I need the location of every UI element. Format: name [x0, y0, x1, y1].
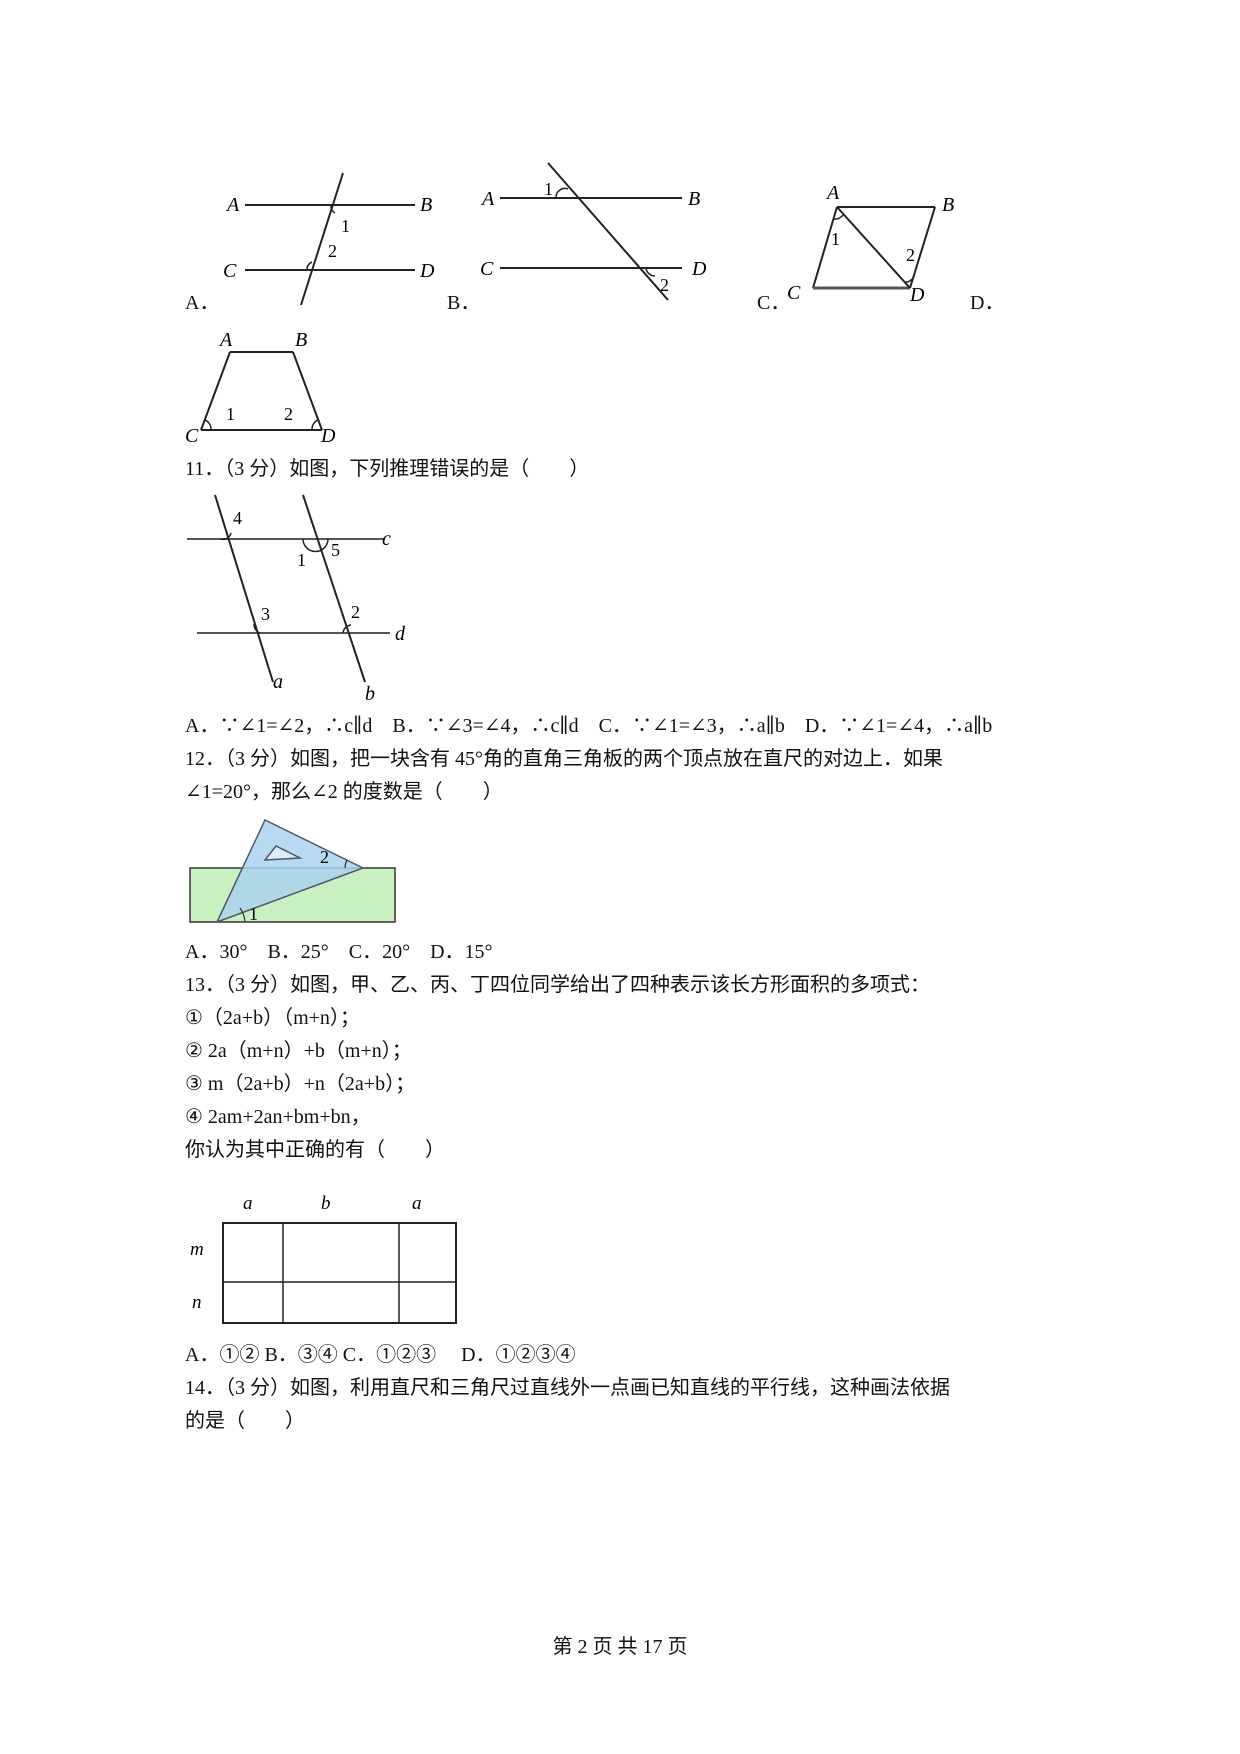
figure-option-d: A B C D 1 2 [185, 329, 336, 447]
option-c-label: C． [757, 292, 791, 314]
left-label-m: m [190, 1239, 204, 1260]
label-a: A [825, 182, 840, 204]
label-d: D [419, 260, 435, 282]
angle-2-label: 2 [284, 404, 293, 424]
angle-1-label: 1 [544, 179, 553, 199]
angle-2-label: 2 [320, 847, 329, 867]
figure-question-12: 1 2 [189, 818, 396, 924]
label-a: A [218, 329, 233, 351]
question-13-item-2: ② 2a（m+n）+b（m+n）； [185, 1040, 412, 1062]
question-13-options: A．①② B．③④ C．①②③ D．①②③④ [185, 1344, 576, 1366]
figure-question-11: 4 1 5 c 3 2 d a b [187, 494, 406, 705]
label-a: A [225, 194, 240, 216]
label-d: D [691, 258, 707, 280]
question-13-stem: 13．（3 分）如图，甲、乙、丙、丁四位同学给出了四种表示该长方形面积的多项式： [185, 974, 930, 996]
line-c-label: c [382, 528, 391, 550]
question-12-stem-line2: ∠1=20°，那么∠2 的度数是（ ） [185, 781, 503, 803]
angle-1-label: 1 [341, 216, 350, 236]
label-a: A [480, 188, 495, 210]
angle-4-label: 4 [233, 508, 242, 528]
question-14-stem-line2: 的是（ ） [185, 1410, 305, 1432]
angle-5-label: 5 [331, 540, 340, 560]
triangle-ruler [215, 818, 365, 924]
question-13-ask: 你认为其中正确的有（ ） [185, 1139, 445, 1161]
question-13-item-1: ①（2a+b）（m+n）； [185, 1007, 360, 1029]
top-label-b: b [321, 1193, 331, 1214]
option-a-label: A． [185, 292, 220, 314]
angle-1-label: 1 [226, 404, 235, 424]
option-b-label: B． [447, 292, 481, 314]
figure-question-13: a b a m n [190, 1193, 457, 1324]
question-11-options: A．∵∠1=∠2，∴c∥d B．∵∠3=∠4，∴c∥d C．∵∠1=∠3，∴a∥… [185, 715, 993, 737]
question-13-item-3: ③ m（2a+b）+n（2a+b）； [185, 1073, 416, 1095]
question-12-stem-line1: 12．（3 分）如图，把一块含有 45°角的直角三角板的两个顶点放在直尺的对边上… [185, 748, 943, 770]
angle-1-label: 1 [297, 550, 306, 570]
label-b: B [688, 188, 700, 210]
label-b: B [942, 194, 954, 216]
angle-3-label: 3 [261, 604, 270, 624]
left-label-n: n [192, 1292, 202, 1313]
label-c: C [787, 282, 801, 304]
question-12-options: A．30° B．25° C．20° D．15° [185, 941, 493, 963]
angle-2-label: 2 [328, 241, 337, 261]
figure-option-a: A B C D 1 2 [223, 172, 435, 306]
page-footer: 第 2 页 共 17 页 [552, 1636, 688, 1658]
label-b: B [295, 329, 307, 351]
question-13-item-4: ④ 2am+2an+bm+bn， [185, 1106, 371, 1128]
line-d-label: d [395, 623, 406, 645]
angle-2-label: 2 [906, 245, 915, 265]
label-b: B [420, 194, 432, 216]
figure-option-b: A B C D 1 2 [480, 162, 707, 301]
angle-2-label: 2 [351, 602, 360, 622]
figure-option-c: A B C D 1 2 [787, 182, 954, 306]
label-d: D [909, 284, 925, 306]
top-label-a-right: a [412, 1193, 422, 1214]
label-d: D [320, 425, 336, 447]
question-14-stem-line1: 14．（3 分）如图，利用直尺和三角尺过直线外一点画已知直线的平行线，这种画法依… [185, 1377, 950, 1399]
label-c: C [480, 258, 494, 280]
angle-1-label: 1 [249, 904, 258, 924]
question-11-stem: 11．（3 分）如图，下列推理错误的是（ ） [185, 458, 590, 480]
top-label-a: a [243, 1193, 253, 1214]
option-d-label: D． [970, 292, 1005, 314]
label-c: C [185, 425, 199, 447]
line-b-label: b [365, 683, 375, 705]
line-a-label: a [273, 671, 283, 693]
label-c: C [223, 260, 237, 282]
angle-1-label: 1 [831, 229, 840, 249]
angle-2-label: 2 [660, 275, 669, 295]
